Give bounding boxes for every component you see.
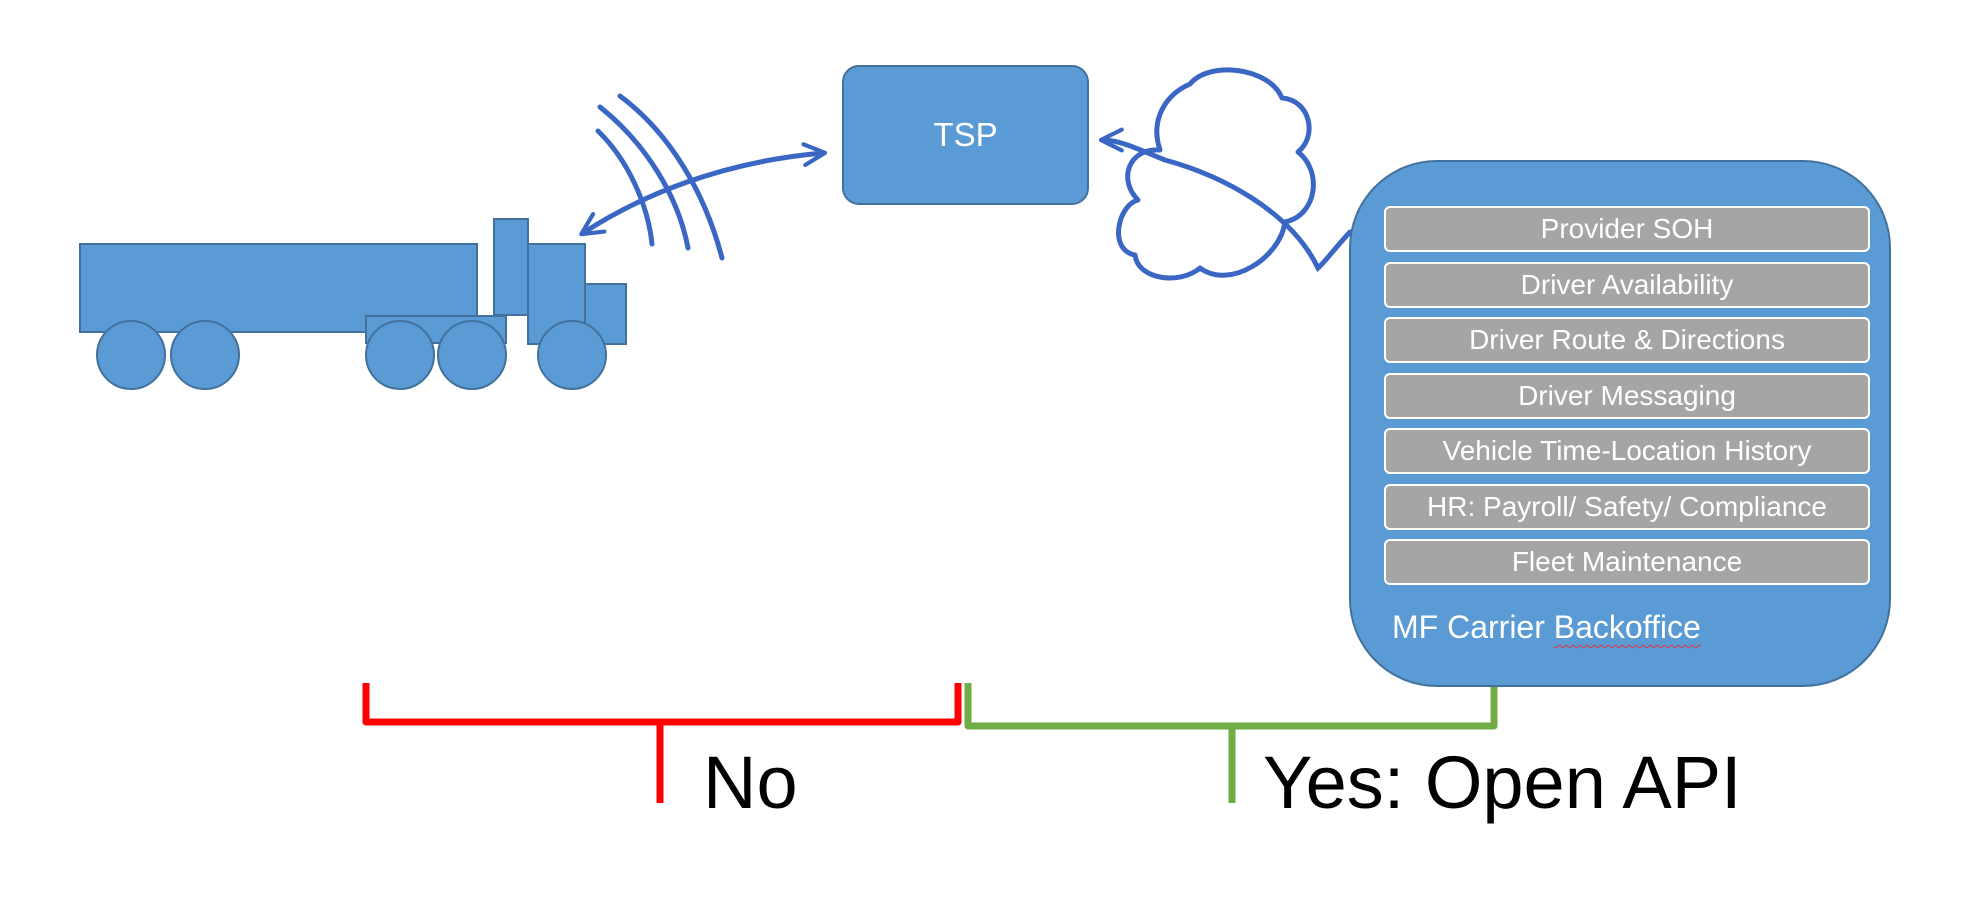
truck-tsp-link-arrow	[579, 142, 828, 237]
backoffice-panel: Provider SOH Driver Availability Driver …	[1349, 160, 1891, 687]
cloud-icon	[1116, 67, 1316, 281]
truck-wheel	[537, 320, 607, 390]
service-provider-soh: Provider SOH	[1384, 206, 1870, 252]
yes-open-api-label: Yes: Open API	[1263, 741, 1742, 824]
backoffice-service-list: Provider SOH Driver Availability Driver …	[1384, 206, 1870, 595]
no-label: No	[703, 741, 798, 824]
tsp-box	[842, 65, 1089, 205]
backoffice-tsp-link-arrow	[1098, 127, 1353, 273]
truck-exhaust-stack	[493, 218, 529, 316]
truck-icon	[79, 218, 627, 390]
tsp-label: TSP	[933, 116, 998, 153]
service-hr-payroll-safety-compliance: HR: Payroll/ Safety/ Compliance	[1384, 483, 1870, 530]
truck-wheel	[170, 320, 240, 390]
service-vehicle-time-location-history: Vehicle Time-Location History	[1384, 428, 1870, 474]
truck-wheel	[437, 320, 507, 390]
truck-wheel	[96, 320, 166, 390]
service-driver-availability: Driver Availability	[1384, 261, 1870, 308]
truck-wheel	[365, 320, 435, 390]
service-driver-messaging: Driver Messaging	[1384, 372, 1870, 419]
no-bracket	[362, 683, 962, 803]
service-driver-route-directions: Driver Route & Directions	[1384, 317, 1870, 363]
backoffice-label-underlined: Backoffice	[1553, 609, 1701, 645]
service-fleet-maintenance: Fleet Maintenance	[1384, 539, 1870, 585]
backoffice-label: MF Carrier Backoffice	[1392, 609, 1701, 646]
yes-bracket	[964, 683, 1498, 803]
backoffice-label-prefix: MF Carrier	[1392, 609, 1554, 645]
